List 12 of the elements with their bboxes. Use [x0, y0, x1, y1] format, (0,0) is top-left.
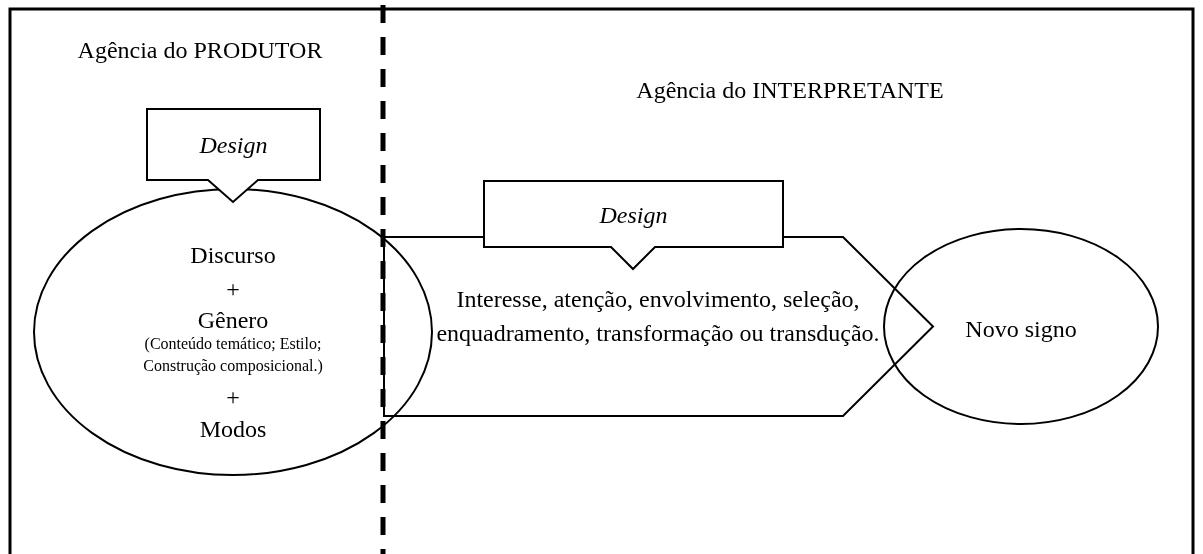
node-text: (Conteúdo temático; Estilo; Construção composicional.) — [142, 334, 324, 377]
region-heading: Agência do INTERPRETANTE — [635, 76, 945, 105]
node-text: Modos — [198, 415, 268, 444]
callout-text: Design — [198, 131, 269, 160]
region-heading: Agência do PRODUTOR — [76, 36, 324, 65]
plus-sign: + — [225, 275, 241, 304]
node-text: Novo signo — [964, 315, 1078, 344]
node-text: Interesse, atenção, envolvimento, seleção, enquadramento, transformação ou transdução. — [435, 285, 881, 348]
node-text: Discurso — [189, 241, 277, 270]
node-text: Gênero — [196, 306, 270, 335]
plus-sign: + — [225, 383, 241, 412]
callout-text: Design — [598, 201, 669, 230]
